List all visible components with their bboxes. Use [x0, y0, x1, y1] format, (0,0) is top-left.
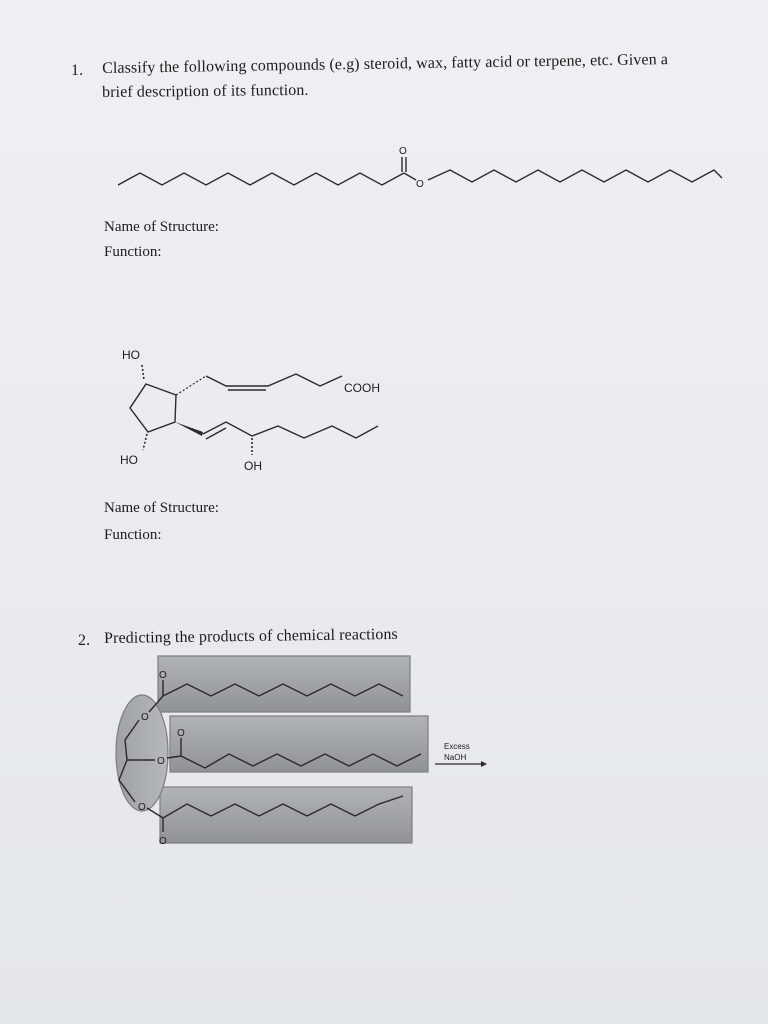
glycerol-backbone-oval [115, 694, 169, 812]
ester-oxygen-label: O [416, 179, 424, 190]
structure-2-prostaglandin-diagram: HO COOH OH HO [120, 348, 380, 473]
carbonyl-oxygen-label: O [399, 146, 407, 157]
top-hydroxyl-label: HO [122, 348, 140, 362]
ester-bond [403, 172, 417, 181]
ester-oxygen-bottom: O [138, 802, 146, 813]
top-fatty-chain [162, 683, 404, 697]
upper-chain [205, 373, 343, 387]
question-1-text-line1: Classify the following compounds (e.g) s… [102, 51, 669, 77]
ester-acyl-chain [117, 172, 405, 186]
upper-chain-wedge [175, 375, 207, 396]
structure-1-ester-diagram: O O [117, 146, 723, 190]
ester-oxygen-top: O [141, 712, 149, 723]
fatty-acid-bar-middle [169, 715, 429, 773]
cyclopentane-ring [129, 383, 177, 433]
reagent-excess-label: Excess [444, 742, 470, 751]
lower-chain-double-bond [205, 427, 227, 440]
bottom-fatty-chain [162, 795, 404, 819]
structure-2-function-label: Function: [104, 527, 162, 543]
top-hydroxyl-bond [141, 364, 145, 381]
fatty-acid-bar-bottom [159, 786, 413, 844]
top-ester-bond [148, 695, 164, 713]
carboxylic-acid-label: COOH [344, 381, 380, 395]
question-1-number: 1. [71, 62, 84, 79]
bottom-hydroxyl-label: HO [120, 453, 138, 467]
carbonyl-oxygen-bottom: O [159, 836, 167, 847]
question-2-number: 2. [78, 632, 91, 649]
middle-fatty-chain [166, 753, 422, 769]
lower-chain-wedge [175, 422, 203, 436]
carbonyl-oxygen-top: O [159, 670, 167, 681]
triglyceride-diagram: O O O O O O Excess NaOH [115, 655, 487, 847]
structure-1-name-label: Name of Structure: [104, 219, 219, 235]
structure-2-name-label: Name of Structure: [104, 500, 219, 516]
bottom-ester-bond [146, 807, 164, 819]
ester-alkyl-chain [427, 169, 723, 183]
question-1-text-line2: brief description of its function. [102, 81, 309, 101]
carbonyl-oxygen-middle: O [177, 728, 185, 739]
reagent-naoh-label: NaOH [444, 753, 466, 762]
reaction-arrow-head [481, 761, 487, 767]
structure-1-function-label: Function: [104, 244, 162, 260]
lower-chain [202, 421, 379, 439]
ester-oxygen-middle: O [157, 756, 165, 767]
question-2-text: Predicting the products of chemical reac… [104, 625, 398, 647]
chain-hydroxyl-label: OH [244, 459, 262, 473]
bottom-hydroxyl-bond [142, 433, 148, 451]
